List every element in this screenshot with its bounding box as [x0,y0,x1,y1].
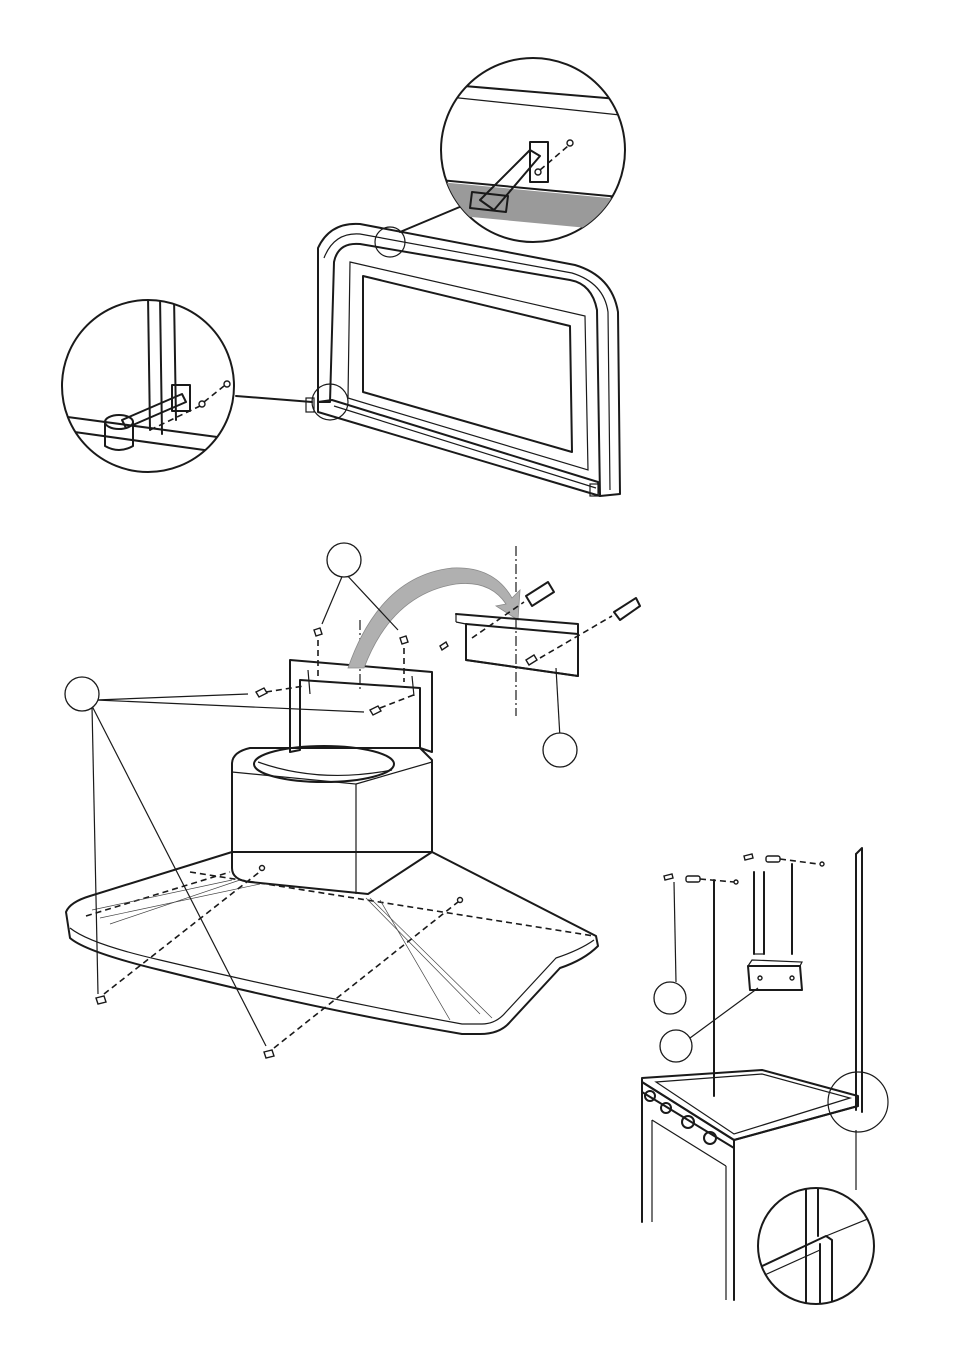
filter-frame-figure [236,206,620,496]
hood-canopy [66,852,598,1034]
hood-chimney [232,748,432,894]
callout-screws-top [327,543,361,577]
hood-assembly-figure [66,546,640,1058]
hood-outlet [254,746,394,782]
detail-cooker-gap [758,1186,880,1310]
detail-bottom-hinge [60,296,240,472]
callout-screws-side [65,677,99,711]
hood-backplate [290,660,432,752]
callout-cooker-bracket [660,1030,692,1062]
frame-window [363,276,572,452]
detail-top-hinge [440,58,630,242]
callout-cooker-screws [654,982,686,1014]
callout-bracket [543,733,577,767]
